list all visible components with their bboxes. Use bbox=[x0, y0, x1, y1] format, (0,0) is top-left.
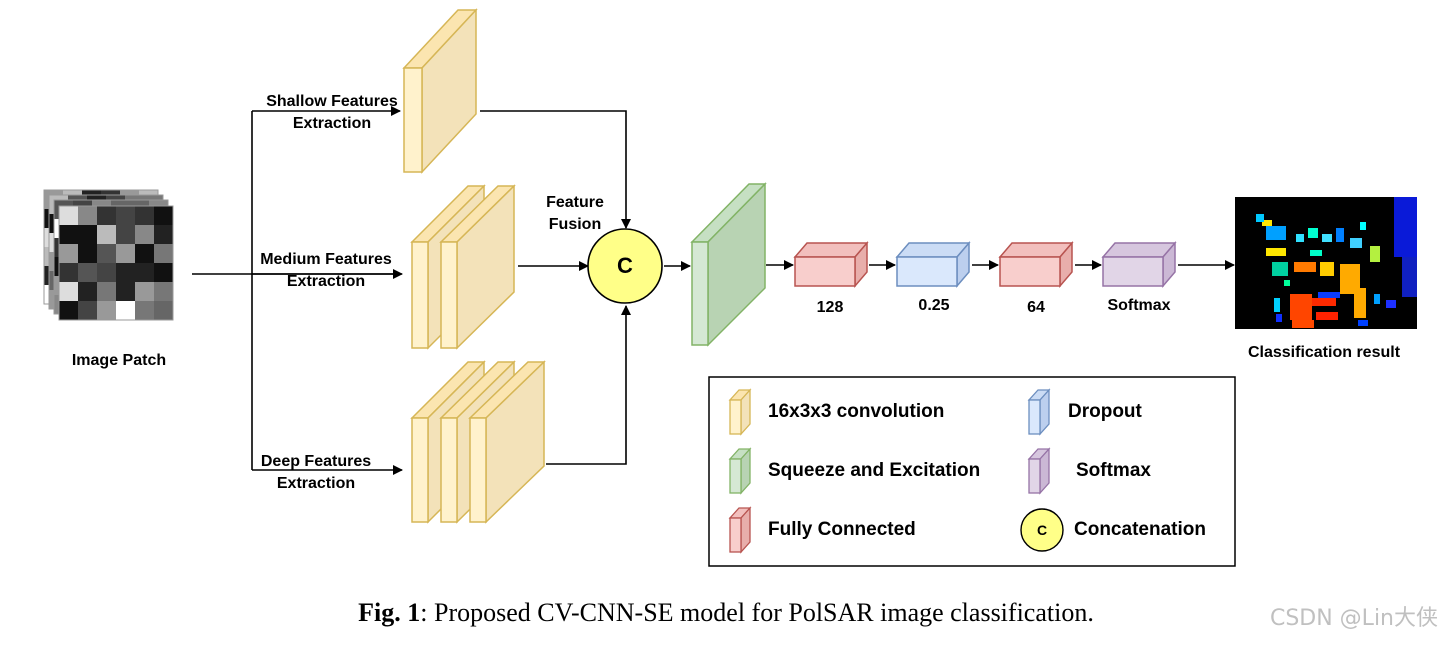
patch-cell bbox=[116, 282, 135, 301]
patch-cell bbox=[116, 301, 135, 320]
deep-label-line2: Extraction bbox=[276, 475, 356, 492]
patch-cell bbox=[78, 206, 97, 225]
patch-cell bbox=[135, 244, 154, 263]
legend-se-text: Squeeze and Excitation bbox=[768, 460, 981, 481]
patch-cell bbox=[59, 301, 78, 320]
patch-cell bbox=[97, 301, 116, 320]
dropout-rate-label: 0.25 bbox=[918, 297, 950, 314]
patch-cell bbox=[154, 301, 173, 320]
patch-cell bbox=[97, 282, 116, 301]
legend-concat-text: Concatenation bbox=[1074, 519, 1206, 540]
deep-label-line1: Deep Features bbox=[260, 453, 372, 470]
patch-cell bbox=[135, 282, 154, 301]
shallow-conv-block bbox=[402, 8, 478, 174]
fusion-label-line2: Fusion bbox=[548, 216, 602, 233]
patch-cell bbox=[59, 282, 78, 301]
patch-cell bbox=[135, 206, 154, 225]
patch-cell bbox=[78, 301, 97, 320]
concat-node bbox=[587, 228, 663, 304]
fusion-label-line1: Feature bbox=[546, 194, 604, 211]
classification-result-label: Classification result bbox=[1247, 344, 1401, 361]
legend-fc-icon bbox=[728, 506, 752, 554]
legend-conv-icon bbox=[728, 388, 752, 436]
patch-cell bbox=[135, 263, 154, 282]
patch-cell bbox=[78, 244, 97, 263]
patch-cell bbox=[154, 244, 173, 263]
patch-cell bbox=[135, 225, 154, 244]
caption-figure-number: Fig. 1 bbox=[358, 598, 421, 627]
legend-conv-text: 16x3x3 convolution bbox=[768, 401, 945, 422]
patch-cell bbox=[78, 225, 97, 244]
patch-cell bbox=[97, 263, 116, 282]
fc1-units-label: 128 bbox=[816, 299, 844, 316]
patch-cell bbox=[116, 263, 135, 282]
classification-result-map bbox=[1235, 197, 1417, 329]
legend-dropout-text: Dropout bbox=[1068, 401, 1142, 422]
medium-label-line2: Extraction bbox=[286, 273, 366, 290]
legend-concat-symbol: C bbox=[1036, 522, 1048, 538]
image-patch-label: Image Patch bbox=[71, 352, 167, 369]
legend-concat-icon bbox=[1020, 508, 1064, 552]
fc-block-128 bbox=[793, 240, 869, 289]
legend-dropout-icon bbox=[1027, 388, 1051, 436]
fc-block-64 bbox=[998, 240, 1074, 289]
patch-border bbox=[58, 205, 174, 321]
medium-label-line1: Medium Features bbox=[260, 251, 392, 268]
patch-cell bbox=[154, 263, 173, 282]
shallow-label-line2: Extraction bbox=[292, 115, 372, 132]
patch-cell bbox=[59, 225, 78, 244]
softmax-label: Softmax bbox=[1107, 297, 1171, 314]
patch-cell bbox=[97, 206, 116, 225]
patch-cell bbox=[116, 225, 135, 244]
patch-cell bbox=[154, 206, 173, 225]
legend-softmax-icon bbox=[1027, 447, 1051, 495]
medium-conv-block bbox=[410, 184, 516, 350]
patch-cell bbox=[154, 282, 173, 301]
shallow-label-line1: Shallow Features bbox=[266, 93, 398, 110]
patch-cell bbox=[154, 225, 173, 244]
watermark: CSDN @Lin大侠 bbox=[1269, 606, 1438, 631]
concat-symbol: C bbox=[617, 253, 633, 278]
dropout-block bbox=[895, 240, 971, 289]
figure-caption: Fig. 1: Proposed CV-CNN-SE model for Pol… bbox=[0, 598, 1452, 628]
fc2-units-label: 64 bbox=[1027, 299, 1045, 316]
branch-connectors bbox=[192, 106, 1235, 475]
legend-se-icon bbox=[728, 447, 752, 495]
caption-text: : Proposed CV-CNN-SE model for PolSAR im… bbox=[420, 598, 1094, 627]
legend-box bbox=[708, 376, 1236, 567]
patch-cell bbox=[59, 244, 78, 263]
legend-softmax-text: Softmax bbox=[1076, 460, 1151, 481]
patch-cell bbox=[116, 244, 135, 263]
legend-fc-text: Fully Connected bbox=[768, 519, 916, 540]
softmax-block bbox=[1101, 240, 1177, 289]
patch-cell bbox=[59, 206, 78, 225]
patch-cell bbox=[78, 263, 97, 282]
patch-cell bbox=[97, 244, 116, 263]
patch-cell bbox=[78, 282, 97, 301]
se-block bbox=[690, 182, 767, 347]
patch-cell bbox=[59, 263, 78, 282]
patch-cell bbox=[116, 206, 135, 225]
deep-conv-block bbox=[410, 360, 546, 524]
patch-cell bbox=[135, 301, 154, 320]
image-patch-stack bbox=[43, 189, 174, 321]
patch-cell bbox=[97, 225, 116, 244]
